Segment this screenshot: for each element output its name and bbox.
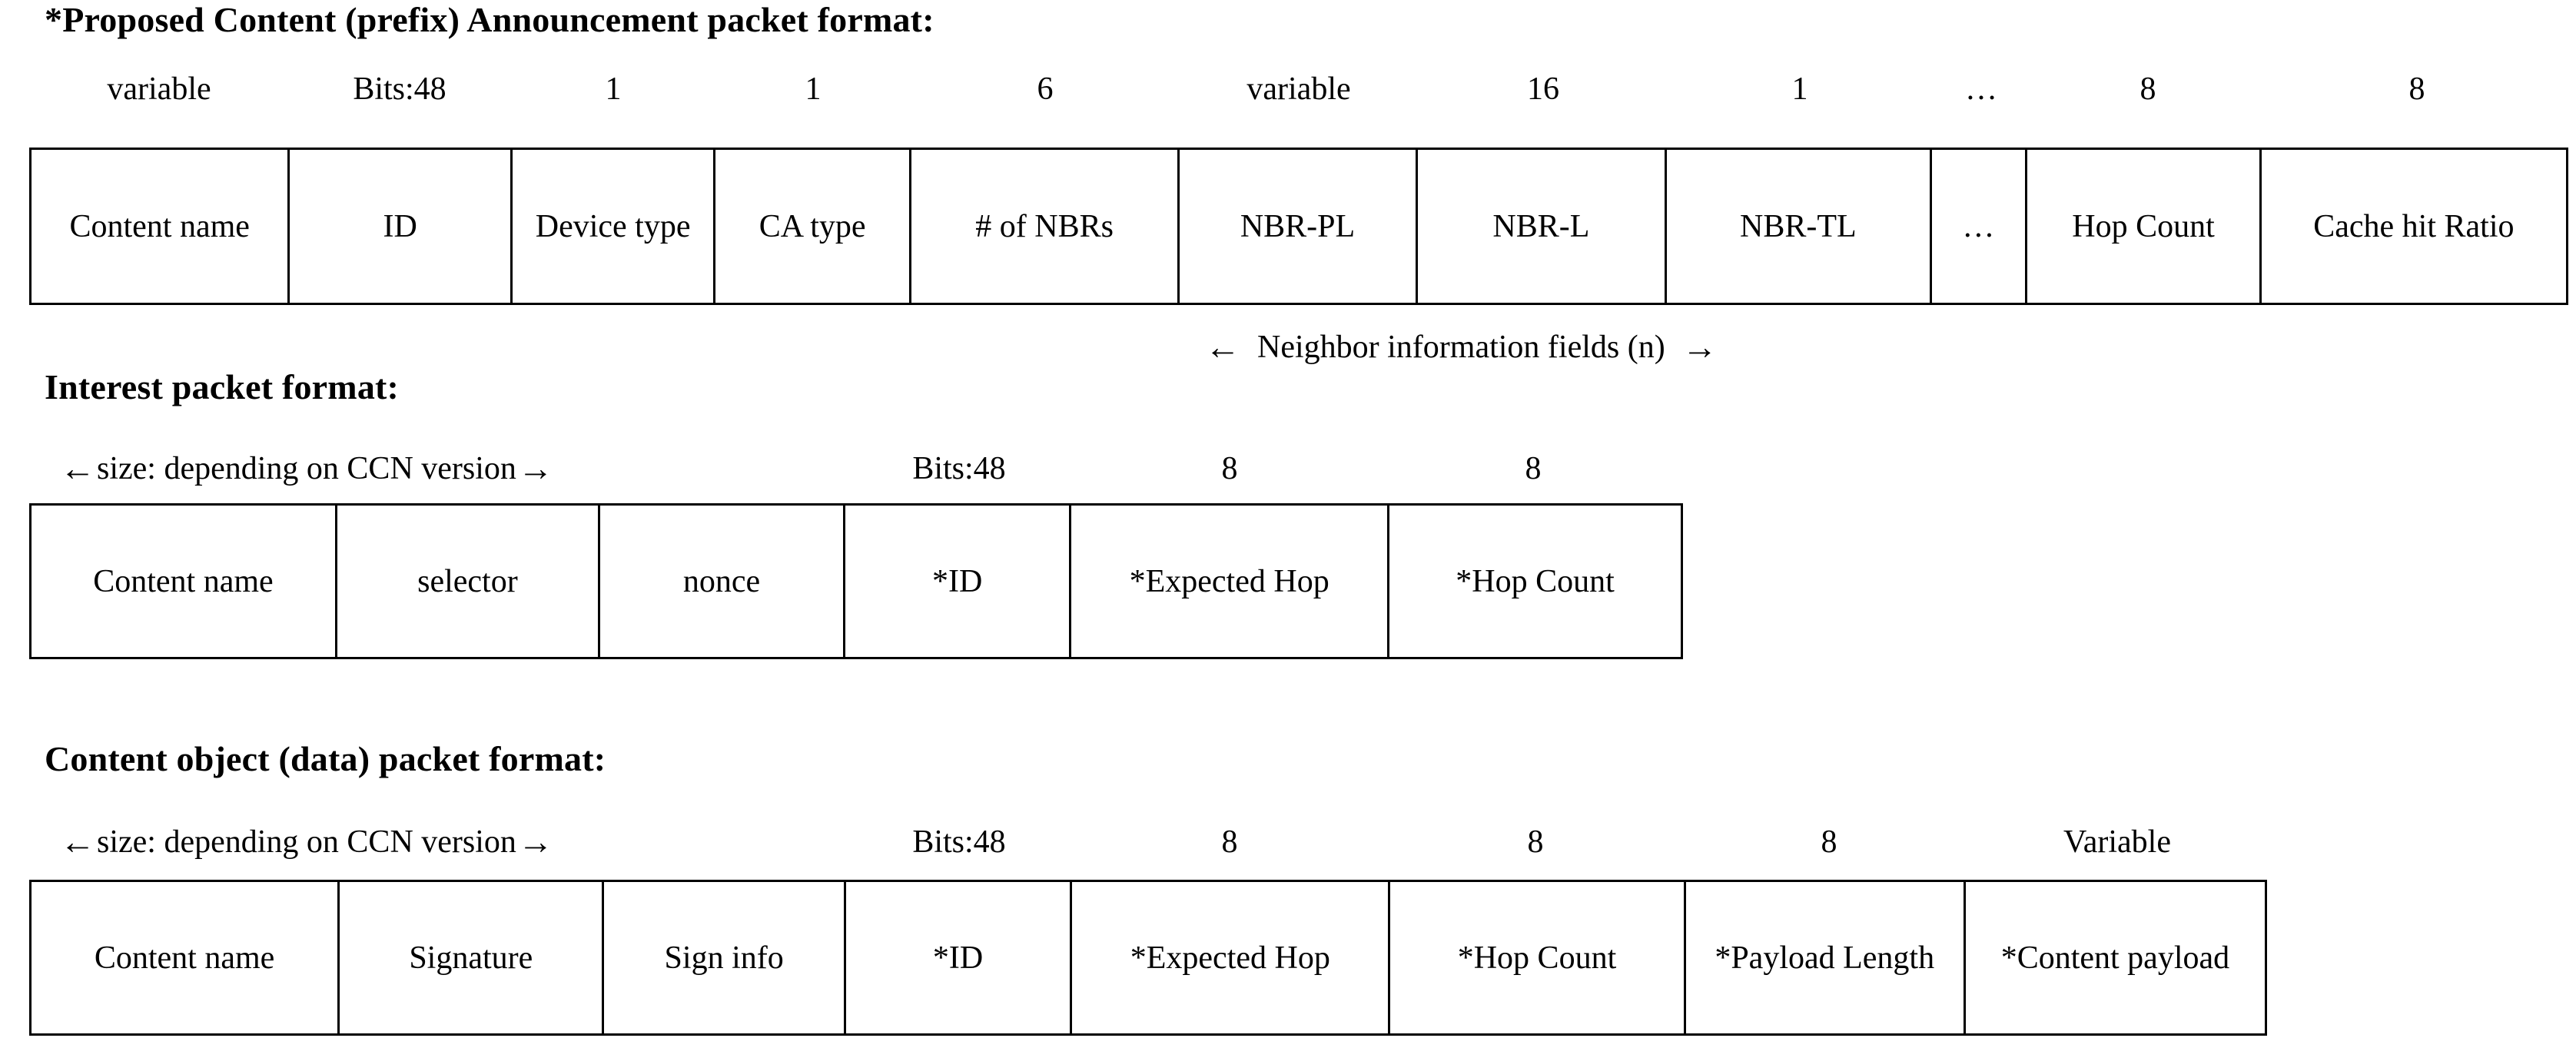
packet-field-label: Content name [94, 940, 275, 976]
packet-field-label: ID [383, 208, 417, 244]
packet-field-label: NBR-PL [1240, 208, 1356, 244]
size-label: 8 [1221, 451, 1238, 486]
size-label: Bits:48 [912, 824, 1006, 860]
packet-field-cell[interactable]: Hop Count [2027, 150, 2262, 303]
interest-size-note: ← size: depending on CCN version → [60, 447, 553, 490]
packet-field-cell[interactable]: *Hop Count [1390, 882, 1686, 1033]
size-label: 8 [2408, 71, 2425, 107]
size-label: … [1965, 71, 1997, 107]
size-label: 8 [1821, 824, 1837, 860]
packet-field-label: *ID [931, 563, 983, 599]
packet-field-label: *Hop Count [1457, 940, 1617, 976]
size-label: variable [1247, 71, 1351, 107]
packet-field-cell[interactable]: NBR-L [1418, 150, 1668, 303]
size-label: Variable [2063, 824, 2171, 860]
packet-field-cell[interactable]: Content name [32, 150, 290, 303]
size-label: 8 [2139, 71, 2156, 107]
packet-field-cell[interactable]: Signature [340, 882, 605, 1033]
packet-field-cell[interactable]: *Expected Hop [1071, 506, 1390, 657]
packet-field-cell[interactable]: *ID [846, 882, 1073, 1033]
packet-field-label: *Payload Length [1715, 940, 1935, 976]
size-label: 8 [1525, 451, 1542, 486]
packet-field-cell[interactable]: *Content payload [1966, 882, 2265, 1033]
packet-field-label: selector [417, 563, 518, 599]
packet-field-label: nonce [682, 563, 761, 599]
arrow-right-icon: → [517, 449, 553, 488]
packet-field-label: NBR-TL [1739, 208, 1857, 244]
packet-field-cell[interactable]: nonce [600, 506, 846, 657]
packet-field-label: CA type [759, 208, 866, 244]
size-label: 1 [605, 71, 622, 107]
packet-field-cell[interactable]: Cache hit Ratio [2262, 150, 2566, 303]
size-label: variable [107, 71, 211, 107]
packet-field-label: Content name [93, 563, 274, 599]
packet-field-cell[interactable]: NBR-TL [1667, 150, 1932, 303]
packet-field-cell-ellipsis[interactable]: … [1932, 150, 2028, 303]
packet-field-cell[interactable]: Device type [513, 150, 716, 303]
size-label: Bits:48 [353, 71, 446, 107]
packet-field-label: … [1962, 208, 1995, 244]
packet-field-cell[interactable]: Content name [32, 506, 337, 657]
section-title-announcement: *Proposed Content (prefix) Announcement … [45, 0, 934, 39]
section-title-content-object: Content object (data) packet format: [45, 739, 606, 778]
packet-field-cell[interactable]: Content name [32, 882, 340, 1033]
size-label-row-interest: ← size: depending on CCN version → Bits:… [0, 447, 2576, 490]
packet-field-cell[interactable]: Sign info [604, 882, 846, 1033]
neighbor-fields-annotation: ← Neighbor information fields (n) → [1205, 327, 1718, 368]
packet-field-cell[interactable]: *ID [845, 506, 1072, 657]
size-label: 8 [1221, 824, 1238, 860]
packet-field-cell[interactable]: *Expected Hop [1072, 882, 1391, 1033]
arrow-left-icon: ← [60, 822, 95, 861]
packet-field-label: Content name [69, 208, 250, 244]
arrow-left-icon: ← [60, 449, 95, 488]
interest-size-note-label: size: depending on CCN version [97, 451, 516, 486]
size-label: 8 [1527, 824, 1544, 860]
arrow-right-icon: → [1681, 327, 1718, 366]
section-title-interest: Interest packet format: [45, 367, 400, 406]
size-label: 6 [1037, 71, 1054, 107]
packet-field-label: *Expected Hop [1130, 940, 1330, 976]
packet-field-label: Signature [409, 940, 533, 976]
size-label: 1 [805, 71, 822, 107]
neighbor-fields-annotation-label: Neighbor information fields (n) [1257, 330, 1665, 365]
packet-field-label: *Content payload [2000, 940, 2230, 976]
packet-field-label: # of NBRs [975, 208, 1114, 244]
packet-field-cell[interactable]: CA type [715, 150, 911, 303]
packet-field-cell[interactable]: NBR-PL [1180, 150, 1418, 303]
content-object-size-note-label: size: depending on CCN version [97, 824, 516, 860]
packet-field-cell[interactable]: # of NBRs [911, 150, 1180, 303]
packet-field-label: NBR-L [1492, 208, 1590, 244]
packet-field-cell[interactable]: selector [337, 506, 600, 657]
packet-table-announcement: Content name ID Device type CA type # of… [29, 148, 2568, 305]
packet-table-interest: Content name selector nonce *ID *Expecte… [29, 503, 1683, 659]
size-label-row-content-object: ← size: depending on CCN version → Bits:… [0, 821, 2576, 864]
packet-field-label: Device type [535, 208, 691, 244]
size-label: 16 [1527, 71, 1559, 107]
packet-field-label: Hop Count [2072, 208, 2215, 244]
size-label-row-announcement: variable Bits:48 1 1 6 variable 16 1 … 8… [0, 68, 2576, 111]
packet-field-cell[interactable]: *Payload Length [1686, 882, 1966, 1033]
content-object-size-note: ← size: depending on CCN version → [60, 821, 553, 864]
packet-field-label: Sign info [664, 940, 784, 976]
packet-field-cell[interactable]: *Hop Count [1389, 506, 1681, 657]
arrow-right-icon: → [517, 822, 553, 861]
size-label: 1 [1791, 71, 1808, 107]
size-label: Bits:48 [912, 451, 1006, 486]
arrow-left-icon: ← [1205, 327, 1240, 366]
packet-field-label: *Expected Hop [1129, 563, 1329, 599]
packet-table-content-object: Content name Signature Sign info *ID *Ex… [29, 880, 2267, 1036]
packet-field-cell[interactable]: ID [290, 150, 513, 303]
packet-field-label: *ID [932, 940, 984, 976]
packet-field-label: *Hop Count [1456, 563, 1615, 599]
packet-field-label: Cache hit Ratio [2313, 208, 2515, 244]
